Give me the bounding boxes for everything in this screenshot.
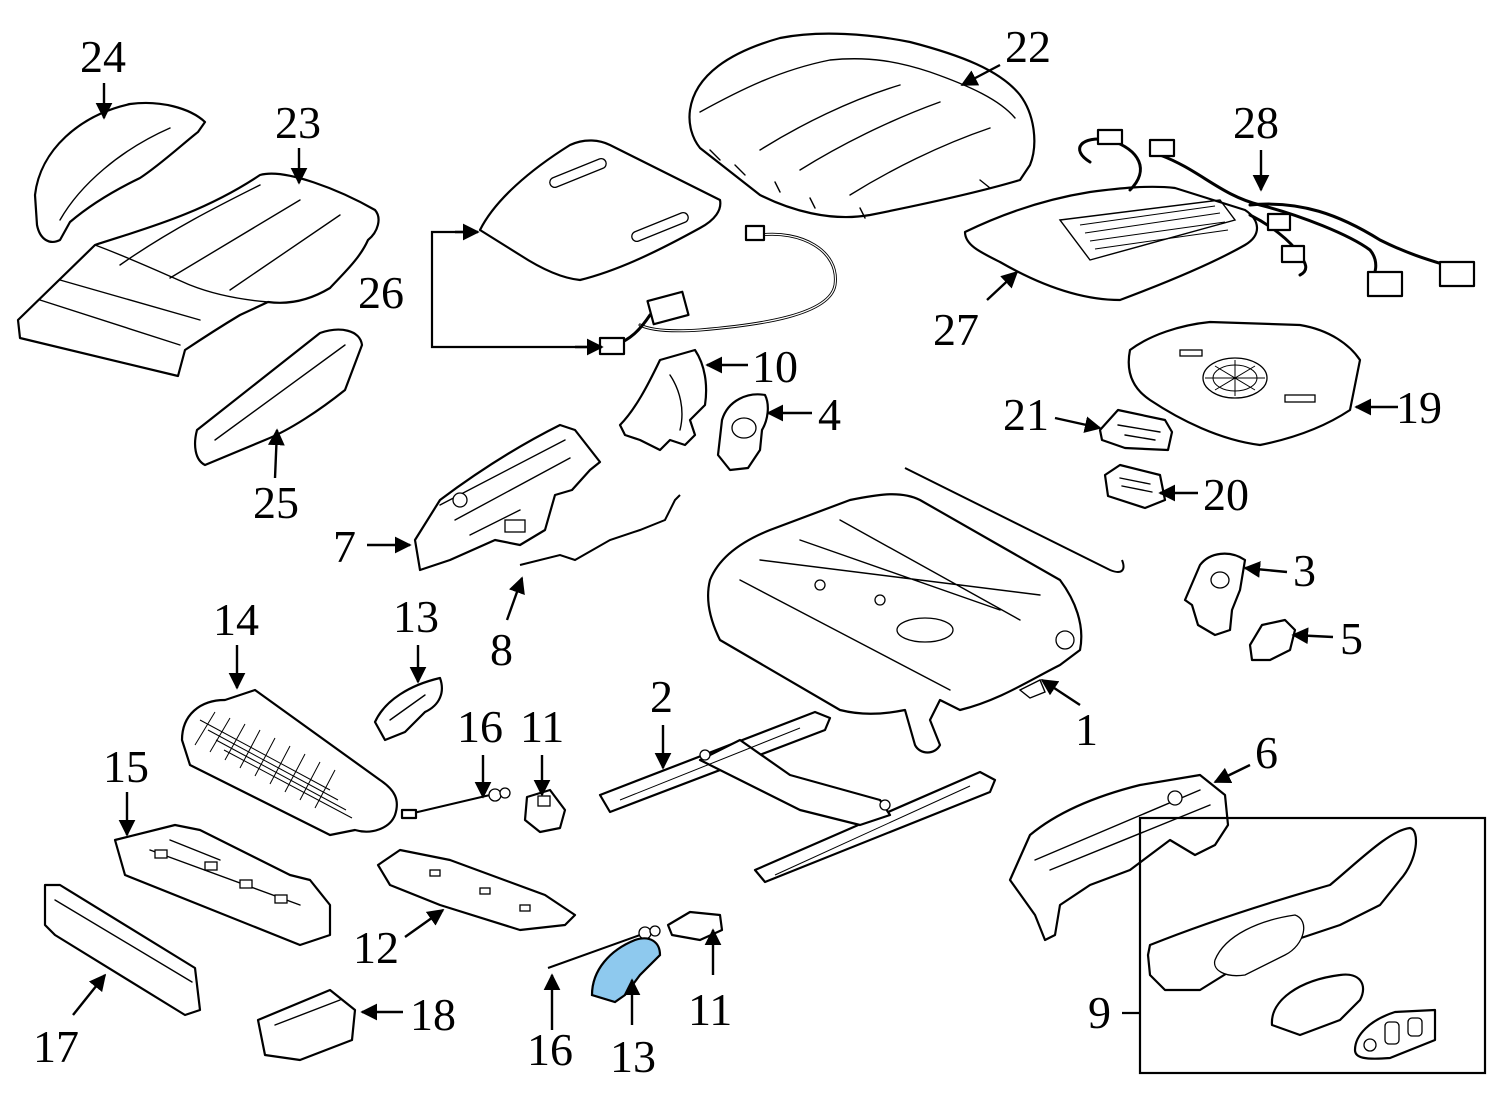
part-11-bracket-upper xyxy=(523,788,567,834)
part-18-mounting-bracket xyxy=(256,988,357,1062)
part-7-side-shield xyxy=(413,423,602,572)
callout-15: 15 xyxy=(103,741,149,792)
callout-13-lower: 13 xyxy=(610,1031,656,1082)
part-9-switch-kit xyxy=(1138,816,1487,1075)
part-3-motor-bracket xyxy=(1183,552,1247,637)
callout-18: 18 xyxy=(410,989,456,1040)
callout-6: 6 xyxy=(1255,727,1278,778)
callout-1: 1 xyxy=(1075,704,1098,755)
part-frame-rod xyxy=(904,467,1125,573)
leader-lines xyxy=(72,63,1398,1030)
part-8-link-rod xyxy=(519,494,681,566)
part-6-side-shield xyxy=(1008,773,1230,942)
part-14-lumbar-support xyxy=(180,688,398,837)
callout-labels: 1 2 3 4 5 6 7 8 9 10 11 11 12 13 13 14 1… xyxy=(33,21,1442,1082)
callout-3: 3 xyxy=(1293,545,1316,596)
callout-19: 19 xyxy=(1396,382,1442,433)
part-20-switch xyxy=(1103,463,1167,510)
callout-28: 28 xyxy=(1233,97,1279,148)
part-21-module xyxy=(1098,408,1174,452)
part-22-seat-cover xyxy=(688,32,1036,219)
part-24-bolster-trim xyxy=(33,101,207,243)
callout-11-upper: 11 xyxy=(520,701,564,752)
callout-26: 26 xyxy=(358,267,404,318)
callout-25: 25 xyxy=(253,477,299,528)
part-19-climate-module xyxy=(1127,320,1362,447)
callout-11-lower: 11 xyxy=(688,984,732,1035)
callout-20: 20 xyxy=(1203,469,1249,520)
part-1-seat-frame xyxy=(706,493,1083,754)
callout-17: 17 xyxy=(33,1021,79,1072)
callout-2: 2 xyxy=(650,671,673,722)
part-27-heater-mat xyxy=(963,128,1259,302)
part-15-lumbar-mechanism xyxy=(113,823,332,947)
part-26-heater-pad xyxy=(478,139,837,356)
callout-9: 9 xyxy=(1088,987,1111,1038)
callout-14: 14 xyxy=(213,594,259,645)
part-4-recliner-cover xyxy=(716,393,769,472)
part-5-cover xyxy=(1248,618,1297,662)
part-12-trim-panel xyxy=(376,848,577,932)
part-13-trim-cover-highlighted xyxy=(590,937,662,1004)
part-28-wiring-harness xyxy=(1148,138,1476,298)
part-16-cable-upper xyxy=(400,787,511,820)
callout-16-lower: 16 xyxy=(527,1024,573,1075)
callout-10: 10 xyxy=(752,341,798,392)
callout-7: 7 xyxy=(333,521,356,572)
callout-23: 23 xyxy=(275,97,321,148)
callout-27: 27 xyxy=(933,304,979,355)
part-10-trim-cover xyxy=(618,348,708,452)
callout-5: 5 xyxy=(1340,613,1363,664)
part-16-cable-lower xyxy=(547,925,661,969)
callout-12: 12 xyxy=(353,922,399,973)
part-25-side-bolster xyxy=(194,328,364,467)
part-17-front-trim xyxy=(43,883,202,1017)
callout-16-upper: 16 xyxy=(457,701,503,752)
part-23-cushion-pad xyxy=(16,172,380,378)
part-2-seat-track xyxy=(598,710,997,884)
callout-8: 8 xyxy=(490,624,513,675)
callout-22: 22 xyxy=(1005,21,1051,72)
callout-4: 4 xyxy=(818,389,841,440)
callout-13-upper: 13 xyxy=(393,591,439,642)
callout-24: 24 xyxy=(80,31,126,82)
callout-21: 21 xyxy=(1003,389,1049,440)
part-13-trim-cover-upper xyxy=(373,676,443,742)
